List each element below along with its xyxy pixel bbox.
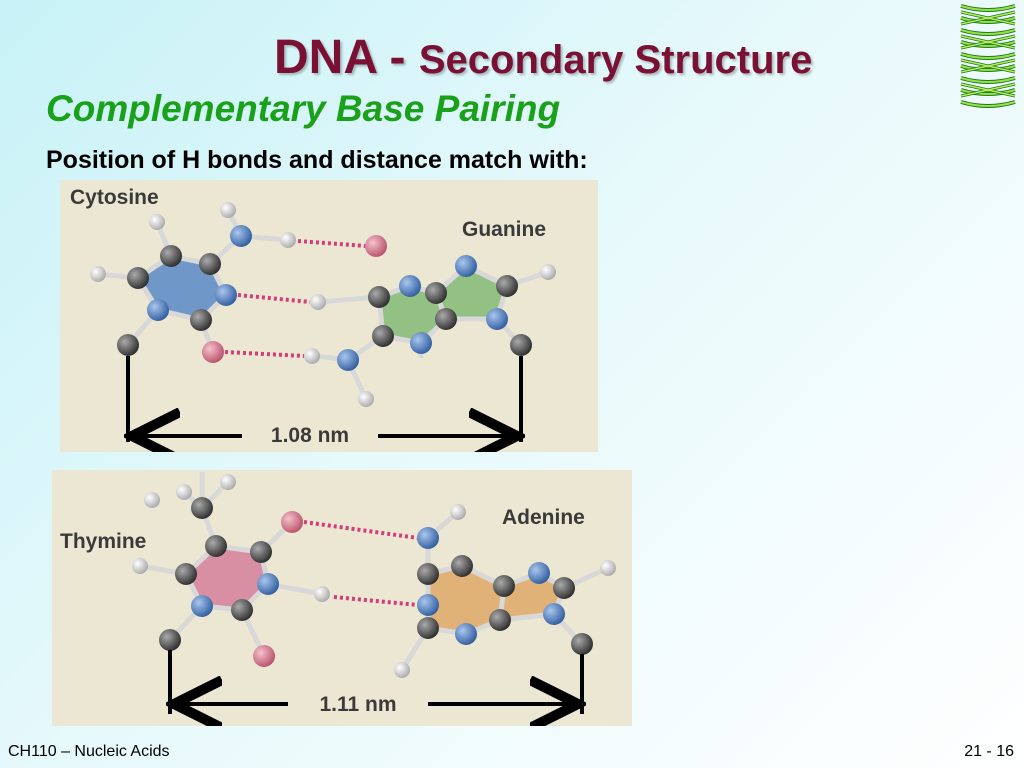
guanine-label: Guanine bbox=[462, 218, 546, 241]
cytosine-atoms bbox=[90, 202, 296, 363]
distance-marker-ta bbox=[170, 650, 582, 714]
thymine-adenine-panel: Thymine Adenine bbox=[52, 470, 632, 726]
thymine-atoms bbox=[132, 474, 330, 667]
dna-helix-icon bbox=[960, 4, 1016, 108]
cytosine-guanine-panel: Cytosine Guanine bbox=[60, 180, 598, 452]
adenine-six-ring bbox=[428, 566, 504, 634]
distance-marker bbox=[128, 356, 521, 442]
distance-label-ta: 1.11 nm bbox=[319, 693, 396, 716]
cytosine-guanine-diagram: Cytosine Guanine bbox=[70, 186, 556, 452]
distance-label-cg: 1.08 nm bbox=[271, 424, 349, 447]
cytosine-label: Cytosine bbox=[70, 186, 159, 209]
adenine-label: Adenine bbox=[502, 506, 585, 529]
thymine-ring bbox=[186, 546, 268, 610]
hydrogen-bonds bbox=[224, 239, 367, 358]
body-text: Position of H bonds and distance match w… bbox=[46, 146, 588, 174]
slide-title: DNA - Secondary Structure bbox=[274, 30, 954, 85]
title-sub: Secondary Structure bbox=[418, 38, 813, 82]
footer-page-number: 21 - 16 bbox=[964, 743, 1014, 760]
subtitle: Complementary Base Pairing bbox=[46, 88, 561, 129]
footer-course: CH110 – Nucleic Acids bbox=[8, 743, 170, 760]
thymine-adenine-diagram: Thymine Adenine bbox=[60, 472, 616, 726]
title-main: DNA - bbox=[274, 31, 419, 84]
thymine-label: Thymine bbox=[60, 530, 146, 553]
hydrogen-bonds-ta bbox=[303, 520, 419, 607]
adenine-atoms bbox=[394, 504, 616, 678]
guanine-atoms bbox=[304, 235, 556, 407]
